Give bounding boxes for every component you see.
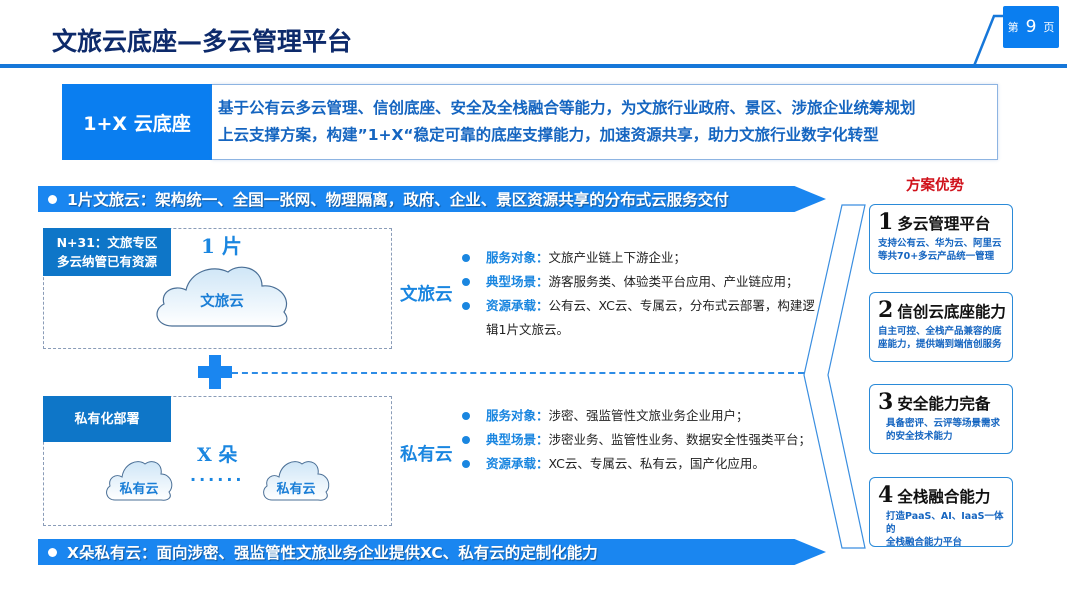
public-cloud-side-label: 文旅云 bbox=[400, 285, 453, 305]
advantage-title: 多云管理平台 bbox=[897, 215, 991, 233]
advantage-title: 安全能力完备 bbox=[897, 395, 991, 413]
advantage-desc: 打造PaaS、AI、IaaS一体的 bbox=[886, 511, 1004, 535]
page-suffix: 页 bbox=[1043, 21, 1055, 34]
page-number: 9 bbox=[1025, 17, 1037, 37]
bullet-item: 服务对象：文旅产业链上下游企业； bbox=[460, 246, 820, 270]
advantage-title: 全栈融合能力 bbox=[897, 488, 991, 506]
bullet-item: 资源承载：XC云、专属云、私有云，国产化应用。 bbox=[460, 452, 820, 476]
private-cloud-side-label: 私有云 bbox=[400, 445, 453, 465]
intro-label: 1+X 云底座 bbox=[62, 84, 212, 160]
page-number-badge: 第 9 页 bbox=[1003, 6, 1059, 48]
public-cloud-bullets: 服务对象：文旅产业链上下游企业； 典型场景：游客服务类、体验类平台应用、产业链应… bbox=[460, 246, 820, 342]
public-cloud-quantity: 1 片 bbox=[201, 234, 242, 258]
intro-panel: 1+X 云底座 基于公有云多云管理、信创底座、安全及全栈融合等能力，为文旅行业政… bbox=[62, 84, 998, 160]
banner-text: X朵私有云：面向涉密、强监管性文旅业务企业提供XC、私有云的定制化能力 bbox=[67, 544, 598, 562]
banner-text: 1片文旅云：架构统一、全国一张网、物理隔离，政府、企业、景区资源共享的分布式云服… bbox=[67, 191, 729, 209]
cloud-icon: 私有云 bbox=[260, 458, 332, 502]
advantage-desc: 支持公有云、华为云、阿里云 bbox=[878, 238, 1002, 249]
private-cloud-bullets: 服务对象：涉密、强监管性文旅业务企业用户； 典型场景：涉密业务、监管性业务、数据… bbox=[460, 404, 820, 476]
advantage-number: 1 bbox=[878, 209, 894, 235]
private-cloud-tag: 私有化部署 bbox=[43, 396, 171, 442]
tag-line: N+31：文旅专区 bbox=[56, 235, 158, 250]
cloud-label: 文旅云 bbox=[200, 294, 244, 310]
bullet-dot-icon bbox=[48, 547, 57, 557]
public-cloud-tag: N+31：文旅专区 多云纳管已有资源 bbox=[43, 228, 171, 276]
advantage-title: 信创云底座能力 bbox=[897, 303, 1006, 321]
intro-description: 基于公有云多云管理、信创底座、安全及全栈融合等能力，为文旅行业政府、景区、涉旅企… bbox=[212, 84, 998, 160]
bracket-decoration bbox=[803, 204, 866, 549]
bullet-dot-icon bbox=[48, 194, 57, 204]
advantage-desc: 等共70+多云产品统一管理 bbox=[878, 251, 995, 262]
bullet-item: 服务对象：涉密、强监管性文旅业务企业用户； bbox=[460, 404, 820, 428]
bullet-item: 典型场景：涉密业务、监管性业务、数据安全性强类平台； bbox=[460, 428, 820, 452]
public-cloud-box bbox=[43, 228, 392, 349]
dashed-connector bbox=[232, 372, 804, 374]
intro-line: 基于公有云多云管理、信创底座、安全及全栈融合等能力，为文旅行业政府、景区、涉旅企… bbox=[218, 99, 916, 117]
public-cloud-banner: 1片文旅云：架构统一、全国一张网、物理隔离，政府、企业、景区资源共享的分布式云服… bbox=[38, 186, 826, 212]
ellipsis: ······ bbox=[190, 470, 245, 489]
bullet-item: 资源承载：公有云、XC云、专属云，分布式云部署，构建逻辑1片文旅云。 bbox=[460, 294, 820, 342]
cloud-icon: 私有云 bbox=[103, 458, 175, 502]
advantage-desc: 全栈融合能力平台 bbox=[886, 537, 963, 548]
private-cloud-quantity: X 朵 bbox=[197, 444, 238, 466]
advantage-desc: 座能力，提供端到端信创服务 bbox=[878, 339, 1002, 350]
page-title: 文旅云底座—多云管理平台 bbox=[52, 27, 353, 56]
intro-line: 上云支撑方案，构建”1+X“稳定可靠的底座支撑能力，加速资源共享，助力文旅行业数… bbox=[218, 126, 879, 144]
private-cloud-banner: X朵私有云：面向涉密、强监管性文旅业务企业提供XC、私有云的定制化能力 bbox=[38, 539, 826, 565]
page-prefix: 第 bbox=[1007, 21, 1019, 34]
advantage-desc: 的安全技术能力 bbox=[886, 431, 953, 442]
tag-line: 多云纳管已有资源 bbox=[56, 254, 157, 269]
private-cloud-box bbox=[43, 396, 392, 526]
cloud-label: 私有云 bbox=[276, 482, 316, 497]
bullet-item: 典型场景：游客服务类、体验类平台应用、产业链应用； bbox=[460, 270, 820, 294]
cloud-label: 私有云 bbox=[119, 482, 159, 497]
advantage-number: 4 bbox=[878, 482, 894, 508]
advantages-title: 方案优势 bbox=[906, 178, 964, 194]
advantage-number: 3 bbox=[878, 389, 894, 415]
advantage-desc: 具备密评、云评等场景需求 bbox=[886, 418, 1001, 429]
advantage-number: 2 bbox=[878, 297, 894, 323]
title-divider bbox=[0, 64, 1067, 68]
plus-icon bbox=[198, 355, 232, 389]
slash-decoration bbox=[972, 14, 1004, 67]
cloud-icon: 文旅云 bbox=[150, 260, 294, 330]
advantage-desc: 自主可控、全栈产品兼容的底 bbox=[878, 326, 1002, 337]
